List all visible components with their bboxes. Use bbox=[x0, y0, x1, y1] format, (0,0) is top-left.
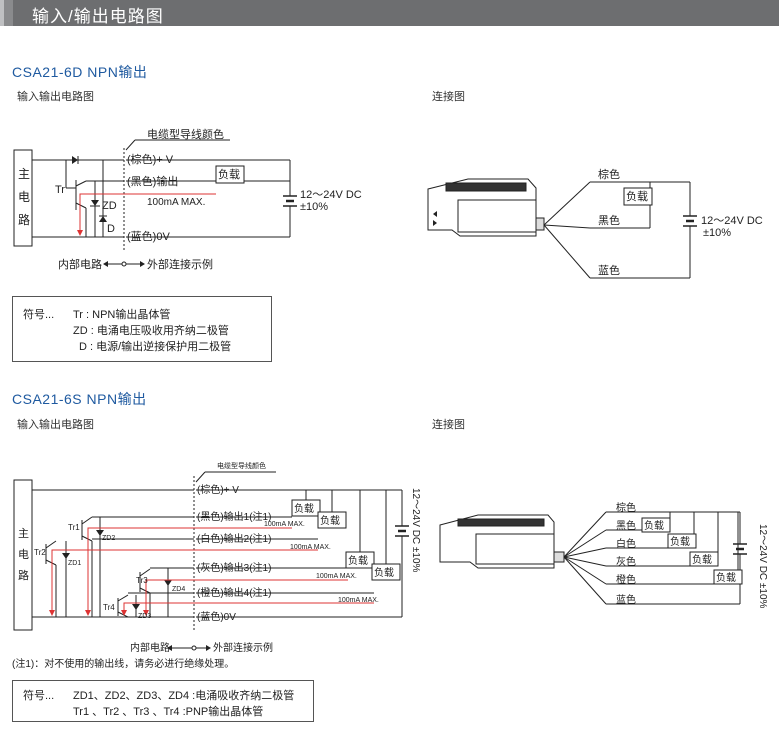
main-circuit-box bbox=[13, 149, 33, 247]
s2-main-1: 主 bbox=[18, 527, 29, 540]
supply-voltage-label: 12～24V DC bbox=[300, 189, 362, 201]
supply-tolerance-label: ±10% bbox=[300, 201, 328, 213]
s2-legend-line-1: ZD1、ZD2、ZD3、ZD4 :电涌吸收齐纳二极管 bbox=[73, 690, 295, 702]
s2-wire-blue: (蓝色)0V bbox=[197, 610, 236, 623]
s2-wire-black: (黑色)输出1(注1) bbox=[197, 510, 271, 523]
current-label: 100mA MAX. bbox=[147, 197, 205, 208]
wire-brown-label: (棕色)+ V bbox=[127, 152, 174, 166]
s2-load-3: 负载 bbox=[348, 554, 368, 567]
s2-tr1: Tr1 bbox=[68, 523, 80, 532]
s2-main-3: 路 bbox=[18, 569, 29, 582]
s2-tr2: Tr2 bbox=[34, 548, 46, 557]
s2-zd1: ZD1 bbox=[68, 560, 81, 567]
wiring-brown: 棕色 bbox=[598, 167, 620, 181]
s2-supply: 12～24V DC ±10% bbox=[410, 488, 421, 573]
section2-circuit-label: 输入输出电路图 bbox=[17, 419, 94, 431]
s2-zd3: ZD3 bbox=[138, 613, 151, 620]
wiring-load: 负载 bbox=[626, 189, 648, 203]
page-title: 输入/输出电路图 bbox=[32, 7, 164, 26]
s2-wiring-orange: 橙色 bbox=[616, 573, 636, 586]
s2-tr3: Tr3 bbox=[136, 576, 148, 585]
section1-circuit-label: 输入输出电路图 bbox=[17, 91, 94, 103]
wire-black-label: (黑色)输出 bbox=[127, 174, 178, 188]
s2-load-1: 负载 bbox=[294, 502, 314, 515]
wire-blue-label: (蓝色)0V bbox=[127, 229, 170, 243]
s2-wire-brown: (棕色)+ V bbox=[197, 483, 239, 496]
section1-wiring-label: 连接图 bbox=[432, 91, 465, 103]
header-accent-2 bbox=[4, 0, 13, 26]
legend-line-3: D : 电源/输出逆接保护用二极管 bbox=[79, 341, 232, 353]
s2-wiring-blue: 蓝色 bbox=[616, 593, 636, 606]
s2-wire-color-title: 电缆型导线颜色 bbox=[217, 461, 266, 470]
s2-zd2: ZD2 bbox=[102, 535, 115, 542]
main-char-1: 主 bbox=[18, 167, 30, 181]
s2-zd4: ZD4 bbox=[172, 586, 185, 593]
s2-load-4: 负载 bbox=[374, 566, 394, 579]
s2-wiring-black: 黑色 bbox=[616, 519, 636, 532]
s2-wiring-load-3: 负载 bbox=[692, 553, 712, 566]
legend-prefix: 符号... bbox=[23, 309, 55, 321]
header-accent bbox=[0, 0, 4, 26]
s2-main-2: 电 bbox=[18, 548, 29, 561]
wire-color-title: 电缆型导线颜色 bbox=[147, 127, 224, 141]
section2-title: CSA21-6S NPN输出 bbox=[12, 391, 147, 407]
zd-label: ZD bbox=[102, 200, 117, 212]
tr-label: Tr bbox=[55, 184, 65, 196]
legend-line-2: ZD : 电涌电压吸收用齐纳二极管 bbox=[73, 325, 229, 337]
s2-current-4: 100mA MAX. bbox=[338, 597, 379, 604]
s2-legend-line-2: Tr1 、Tr2 、Tr3 、Tr4 :PNP输出晶体管 bbox=[73, 706, 264, 718]
wiring-supply-voltage: 12～24V DC bbox=[701, 215, 763, 227]
inner-circuit-label: 内部电路 bbox=[58, 257, 102, 271]
wiring-blue: 蓝色 bbox=[598, 263, 620, 277]
legend-line-1: Tr : NPN输出晶体管 bbox=[73, 309, 171, 321]
s2-wiring-white: 白色 bbox=[616, 537, 636, 550]
s2-wiring-load-4: 负载 bbox=[716, 571, 736, 584]
section1-title: CSA21-6D NPN输出 bbox=[12, 64, 148, 80]
s2-outer: 外部连接示例 bbox=[213, 641, 273, 654]
s2-current-3: 100mA MAX. bbox=[316, 573, 357, 580]
s2-wire-white: (白色)输出2(注1) bbox=[197, 532, 271, 545]
s2-tr4: Tr4 bbox=[103, 603, 115, 612]
s2-inner: 内部电路 bbox=[130, 641, 170, 654]
main-char-2: 电 bbox=[18, 190, 30, 204]
s2-wiring-brown: 棕色 bbox=[616, 501, 636, 514]
section1-legend-box: 符号... Tr : NPN输出晶体管 ZD : 电涌电压吸收用齐纳二极管 D … bbox=[12, 296, 272, 362]
section2-legend-box: 符号... ZD1、ZD2、ZD3、ZD4 :电涌吸收齐纳二极管 Tr1 、Tr… bbox=[12, 680, 314, 722]
s2-load-2: 负载 bbox=[320, 514, 340, 527]
wiring-black: 黑色 bbox=[598, 213, 620, 227]
s2-legend-prefix: 符号... bbox=[23, 690, 55, 702]
s2-wire-gray: (灰色)输出3(注1) bbox=[197, 561, 271, 574]
s2-wiring-gray: 灰色 bbox=[616, 555, 636, 568]
load-label: 负载 bbox=[218, 167, 240, 181]
s2-wiring-load-2: 负载 bbox=[670, 535, 690, 548]
s2-wiring-supply: 12～24V DC ±10% bbox=[757, 524, 768, 609]
d-label: D bbox=[107, 223, 115, 235]
s2-wire-orange: (橙色)输出4(注1) bbox=[197, 586, 271, 599]
wiring-supply-tolerance: ±10% bbox=[703, 227, 731, 239]
section-header: 输入/输出电路图 bbox=[0, 0, 779, 26]
section2-wiring-label: 连接图 bbox=[432, 419, 465, 431]
s2-current-1: 100mA MAX. bbox=[264, 521, 305, 528]
outer-connection-label: 外部连接示例 bbox=[147, 257, 213, 271]
s2-current-2: 100mA MAX. bbox=[290, 544, 331, 551]
s2-wiring-load-1: 负载 bbox=[644, 519, 664, 532]
main-char-3: 路 bbox=[18, 212, 30, 227]
s2-note: (注1)：对不使用的输出线，请务必进行绝缘处理。 bbox=[12, 657, 234, 670]
